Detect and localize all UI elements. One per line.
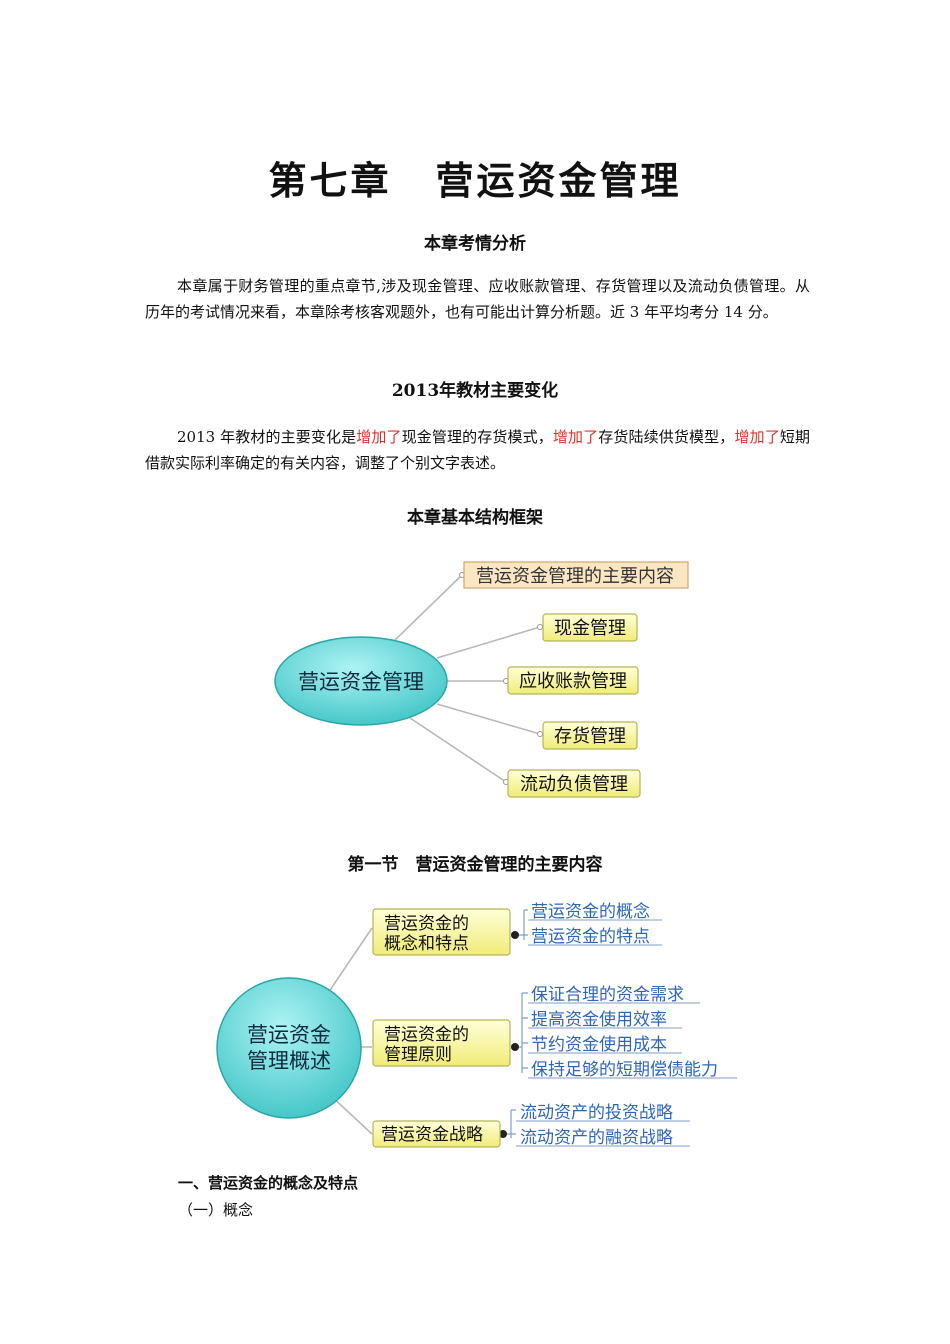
framework-branch-node <box>507 666 639 695</box>
section1-node-line2: 概念和特点 <box>384 933 469 954</box>
added-highlight-3: 增加了 <box>734 428 780 446</box>
framework-center-label: 营运资金管理 <box>298 670 424 694</box>
section1-leaf: 营运资金的概念 <box>531 901 650 922</box>
section1-leaf: 营运资金的特点 <box>531 927 650 947</box>
section1-node-line2: 管理原则 <box>384 1045 452 1065</box>
framework-heading: 本章基本结构框架 <box>407 508 543 528</box>
section1-leaf: 流动资产的融资战略 <box>520 1128 673 1148</box>
section1-center-line2: 管理概述 <box>247 1049 331 1073</box>
framework-branch-node <box>542 721 638 750</box>
section1-leaf-connectors <box>505 909 528 1138</box>
subheading-concept-features: 一、营运资金的概念及特点 <box>178 1174 359 1192</box>
section1-mind-map: 营运资金 管理概述 营运资金的 概念和特点 营运资金的概念 营运资金的特点 营运… <box>216 901 737 1148</box>
framework-center-node <box>274 636 448 726</box>
section1-leaf: 提高资金使用效率 <box>531 1009 667 1030</box>
section1-node-line1: 营运资金的 <box>384 914 469 934</box>
section1-leaf: 保证合理的资金需求 <box>531 985 684 1005</box>
added-highlight-2: 增加了 <box>552 428 599 446</box>
section1-node-line1: 营运资金的 <box>384 1025 469 1045</box>
section1-node <box>372 908 511 956</box>
framework-connectors <box>394 574 541 783</box>
framework-branch-label: 应收账款管理 <box>519 671 627 692</box>
framework-branch-label: 存货管理 <box>554 726 626 747</box>
section1-joint-dots <box>499 931 519 1138</box>
framework-branch-node <box>507 769 641 798</box>
analysis-heading: 本章考情分析 <box>424 234 526 254</box>
changes-paragraph: 2013 年教材的主要变化是增加了现金管理的存货模式，增加了存货陆续供货模型，增… <box>145 424 810 476</box>
section1-heading: 第一节 营运资金管理的主要内容 <box>347 855 603 875</box>
added-highlight-1: 增加了 <box>356 428 402 446</box>
framework-branch-label: 流动负债管理 <box>520 774 628 795</box>
section1-node <box>372 1019 511 1067</box>
section1-leaf: 流动资产的投资战略 <box>520 1103 673 1123</box>
chapter-number: 第七章 <box>268 158 392 203</box>
changes-text-1: 2013 年教材的主要变化是 <box>177 428 357 446</box>
changes-text-3: 存货陆续供货模型， <box>598 428 735 446</box>
changes-text-2: 现金管理的存货模式， <box>401 428 553 446</box>
section1-node-line1: 营运资金战略 <box>381 1125 483 1145</box>
chapter-title: 第七章营运资金管理 <box>0 150 950 205</box>
analysis-paragraph: 本章属于财务管理的重点章节,涉及现金管理、应收账款管理、存货管理以及流动负债管理… <box>145 277 810 321</box>
framework-branch-node <box>542 613 638 642</box>
section1-leaf: 节约资金使用成本 <box>531 1034 667 1055</box>
framework-mind-map: 营运资金管理 营运资金管理的主要内容 现金管理 应收账款管理 存货管理 流动负债… <box>274 561 689 798</box>
section1-center-node <box>216 977 362 1119</box>
subheading-concept: （一）概念 <box>178 1201 254 1219</box>
section1-leaf: 保持足够的短期偿债能力 <box>531 1060 718 1080</box>
framework-branch-label: 现金管理 <box>554 618 626 639</box>
section1-node <box>372 1120 501 1148</box>
chapter-name: 营运资金管理 <box>435 158 682 203</box>
changes-heading: 2013年教材主要变化 <box>391 381 559 401</box>
changes-text-4: 短期借款实际利率确定的有关内容，调整了个别文字表述。 <box>145 428 810 472</box>
section1-center-line1: 营运资金 <box>247 1023 331 1047</box>
framework-branch-label: 营运资金管理的主要内容 <box>476 566 674 587</box>
framework-branch-node <box>463 561 689 589</box>
